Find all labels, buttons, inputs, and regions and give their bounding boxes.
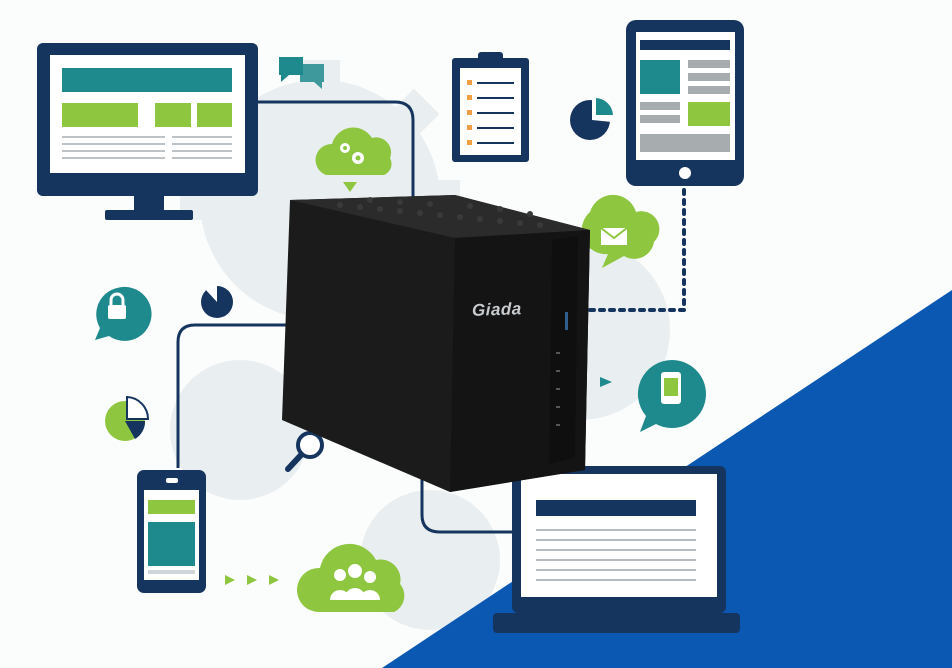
nas-server-icon <box>282 195 590 492</box>
pie-chart-icon <box>570 98 613 140</box>
cloud-users-icon <box>296 543 405 612</box>
flow-arrows <box>225 377 612 585</box>
smartphone-icon <box>137 470 206 593</box>
lock-bubble-icon <box>95 286 152 341</box>
laptop-icon <box>493 466 740 633</box>
clipboard-checklist-icon <box>452 52 529 162</box>
chat-bubbles-icon <box>279 57 324 89</box>
cloud-settings-icon <box>315 127 392 192</box>
email-bubble-icon <box>581 194 660 268</box>
magnifier-icon <box>285 431 324 472</box>
smartphone-bubble-icon <box>637 359 706 432</box>
desktop-monitor-icon <box>37 43 258 220</box>
pie-chart-small-icon <box>201 284 233 318</box>
pie-chart-left-icon <box>105 395 150 441</box>
device-brand-label: Giada <box>472 299 522 320</box>
tablet-icon <box>626 20 744 186</box>
connector-lines <box>176 100 686 534</box>
